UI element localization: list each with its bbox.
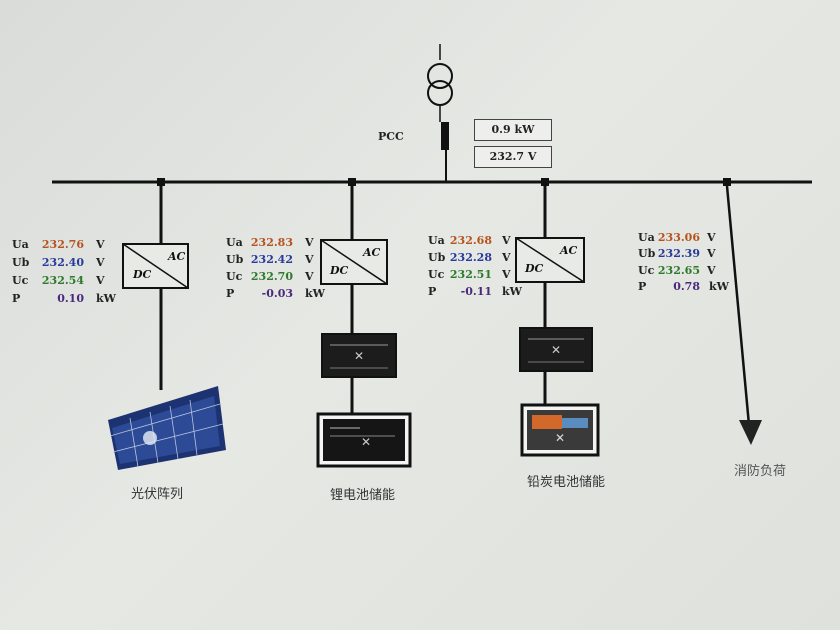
bms-screen-li: ✕ (321, 333, 397, 378)
ub-value: 232.40 (41, 256, 84, 269)
ua-value: 232.83 (250, 236, 293, 249)
ua-value: 232.68 (449, 234, 492, 247)
p-label: P (428, 285, 437, 298)
uc-value: 232.70 (250, 270, 293, 283)
ua-label: Ua (428, 234, 445, 247)
p-value: -0.11 (460, 285, 492, 298)
unit-kw: kW (305, 287, 325, 300)
li-battery-image: ✕ (316, 412, 412, 468)
p-label: P (638, 280, 647, 293)
uc-label: Uc (226, 270, 243, 283)
svg-text:✕: ✕ (354, 349, 364, 363)
p-label: P (12, 292, 21, 305)
lead-carbon-battery-image: ✕ (520, 403, 600, 457)
ub-label: Ub (12, 256, 30, 269)
unit-v: V (707, 247, 716, 260)
converter-dc-label: DC (524, 262, 544, 275)
caption-li-battery: 锂电池储能 (330, 488, 396, 503)
feeder-li-battery (348, 178, 356, 420)
svg-text:✕: ✕ (555, 431, 565, 445)
ua-label: Ua (12, 238, 29, 251)
converter-pv: AC DC (122, 243, 189, 289)
ub-label: Ub (428, 251, 446, 264)
pcc-breaker (441, 122, 449, 150)
converter-ac-label: AC (559, 244, 578, 257)
p-value: 0.78 (673, 280, 700, 293)
pv-array-image (108, 386, 226, 470)
unit-v: V (502, 251, 511, 264)
ub-label: Ub (226, 253, 244, 266)
feeder-lead-carbon-battery (541, 178, 549, 410)
svg-text:✕: ✕ (551, 343, 561, 357)
unit-v: V (96, 238, 105, 251)
bms-screen-lead-carbon: ✕ (519, 327, 593, 372)
unit-v: V (502, 234, 511, 247)
unit-v: V (305, 253, 314, 266)
pcc-power-box: 0.9 kW (474, 119, 552, 141)
uc-label: Uc (428, 268, 445, 281)
converter-dc-label: DC (132, 268, 152, 281)
uc-label: Uc (638, 264, 655, 277)
pcc-voltage-box: 232.7 V (474, 146, 552, 168)
ua-value: 232.76 (41, 238, 84, 251)
unit-v: V (305, 270, 314, 283)
converter-ac-label: AC (362, 246, 381, 259)
converter-ac-label: AC (167, 250, 186, 263)
converter-dc-label: DC (329, 264, 349, 277)
ub-value: 232.28 (449, 251, 492, 264)
caption-pv-array: 光伏阵列 (131, 487, 184, 502)
unit-v: V (96, 274, 105, 287)
p-value: 0.10 (57, 292, 84, 305)
unit-kw: kW (709, 280, 729, 293)
uc-value: 232.54 (41, 274, 84, 287)
svg-text:✕: ✕ (361, 435, 371, 449)
ua-label: Ua (638, 231, 655, 244)
uc-label: Uc (12, 274, 29, 287)
unit-kw: kW (96, 292, 116, 305)
p-value: -0.03 (261, 287, 293, 300)
uc-value: 232.65 (657, 264, 700, 277)
transformer-symbol (427, 44, 453, 122)
caption-lead-carbon-battery: 铅炭电池储能 (527, 475, 606, 490)
caption-fire-load: 消防负荷 (734, 464, 787, 479)
pcc-label: PCC (378, 130, 404, 143)
unit-v: V (305, 236, 314, 249)
unit-v: V (96, 256, 105, 269)
unit-v: V (502, 268, 511, 281)
ub-value: 232.39 (657, 247, 700, 260)
converter-lead-carbon-battery: AC DC (515, 237, 585, 283)
converter-li-battery: AC DC (320, 239, 388, 285)
unit-v: V (707, 264, 716, 277)
ua-label: Ua (226, 236, 243, 249)
uc-value: 232.51 (449, 268, 492, 281)
unit-v: V (707, 231, 716, 244)
ua-value: 233.06 (657, 231, 700, 244)
p-label: P (226, 287, 235, 300)
load-arrow-icon (739, 420, 762, 445)
ub-value: 232.42 (250, 253, 293, 266)
ub-label: Ub (638, 247, 656, 260)
unit-kw: kW (502, 285, 522, 298)
feeder-fire-load (723, 178, 762, 445)
